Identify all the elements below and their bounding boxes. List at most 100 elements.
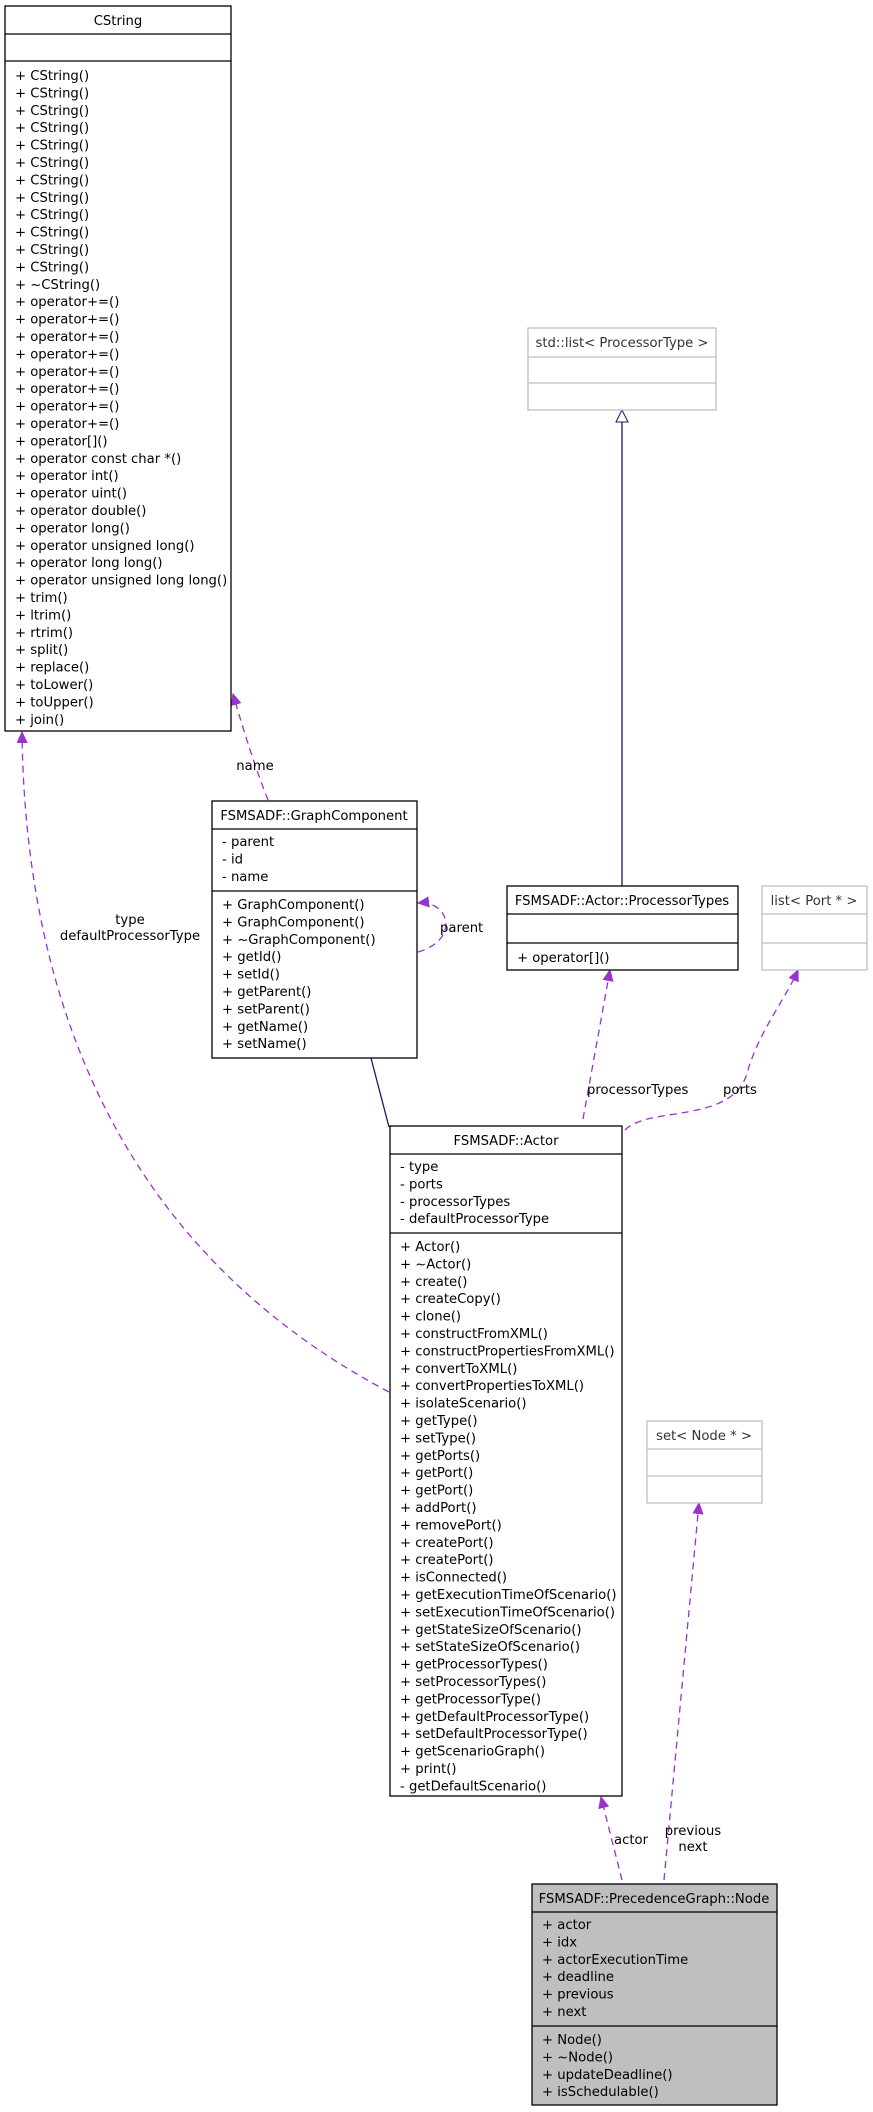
usage-edge-processortypes: [582, 970, 610, 1120]
class-member: - parent: [222, 835, 274, 850]
edge-label-actor: actor: [614, 1833, 649, 1848]
class-node: FSMSADF::PrecedenceGraph::Node + actor+ …: [531, 1883, 778, 2106]
class-member: + convertToXML(): [400, 1362, 517, 1377]
class-std-list-processor-type: std::list< ProcessorType >: [527, 327, 717, 411]
class-member: + createPort(): [400, 1553, 494, 1568]
member-list: + GraphComponent()+ GraphComponent()+ ~G…: [222, 898, 376, 1052]
class-member: + CString(): [15, 191, 89, 206]
class-member: + Actor(): [400, 1240, 460, 1255]
class-member: + deadline: [542, 1970, 614, 1985]
class-member: + getType(): [400, 1414, 477, 1429]
class-title: FSMSADF::GraphComponent: [220, 809, 407, 824]
class-cstring: CString + CString()+ CString()+ CString(…: [4, 5, 232, 732]
edge-label-ports: ports: [723, 1083, 757, 1098]
class-member: + operator+=(): [15, 330, 119, 345]
class-member: + getPorts(): [400, 1449, 480, 1464]
class-member: + split(): [15, 643, 68, 658]
edge-label-parent: parent: [440, 921, 483, 936]
class-member: + next: [542, 2005, 586, 2020]
class-member: + create(): [400, 1275, 467, 1290]
class-member: + CString(): [15, 260, 89, 275]
class-member: + operator long(): [15, 521, 130, 536]
class-member: + ltrim(): [15, 608, 71, 623]
class-member: + setDefaultProcessorType(): [400, 1727, 588, 1742]
class-member: + operator uint(): [15, 487, 127, 502]
class-member: + CString(): [15, 226, 89, 241]
class-processor-types: FSMSADF::Actor::ProcessorTypes + operato…: [506, 885, 739, 971]
class-member: + getScenarioGraph(): [400, 1745, 545, 1760]
edge-labels: name parent type defaultProcessorType pr…: [60, 759, 757, 1855]
class-member: + setStateSizeOfScenario(): [400, 1640, 580, 1655]
class-member: + addPort(): [400, 1501, 477, 1516]
class-member: + Node(): [542, 2033, 602, 2048]
edge-label-next: next: [678, 1840, 707, 1855]
member-list: + Node()+ ~Node()+ updateDeadline()+ isS…: [542, 2033, 673, 2100]
class-member: + getParent(): [222, 985, 311, 1000]
usage-edge-name: [233, 694, 269, 801]
class-member: + operator+=(): [15, 417, 119, 432]
usage-edge-parent: [418, 903, 447, 953]
class-member: + getProcessorType(): [400, 1692, 541, 1707]
class-member: + operator unsigned long long(): [15, 574, 227, 589]
class-member: + getPort(): [400, 1484, 473, 1499]
class-member: + CString(): [15, 243, 89, 258]
class-member: + removePort(): [400, 1518, 502, 1533]
class-member: + setName(): [222, 1037, 307, 1052]
usage-edge-previous-next: [663, 1503, 699, 1881]
attribute-list: + actor+ idx+ actorExecutionTime+ deadli…: [542, 1918, 688, 2020]
class-member: + toUpper(): [15, 695, 94, 710]
class-member: + operator+=(): [15, 313, 119, 328]
class-member: + operator+=(): [15, 347, 119, 362]
class-set-node: set< Node * >: [646, 1420, 763, 1504]
class-member: - name: [222, 870, 268, 885]
class-member: + print(): [400, 1762, 457, 1777]
class-title: FSMSADF::PrecedenceGraph::Node: [539, 1892, 770, 1907]
class-member: + replace(): [15, 661, 89, 676]
class-title: list< Port * >: [771, 894, 858, 909]
class-member: + GraphComponent(): [222, 915, 365, 930]
class-member: - id: [222, 852, 243, 867]
usage-edge-ports: [624, 970, 798, 1131]
class-list-port: list< Port * >: [761, 885, 868, 971]
class-member: + operator int(): [15, 469, 119, 484]
class-member: + getId(): [222, 950, 281, 965]
class-member: + setExecutionTimeOfScenario(): [400, 1605, 615, 1620]
class-member: + operator double(): [15, 504, 146, 519]
class-member: + updateDeadline(): [542, 2068, 673, 2083]
class-member: - defaultProcessorType: [400, 1212, 549, 1227]
class-member: + operator long long(): [15, 556, 163, 571]
class-member: + constructFromXML(): [400, 1327, 548, 1342]
class-member: + CString(): [15, 208, 89, 223]
class-member: + CString(): [15, 139, 89, 154]
class-member: - type: [400, 1160, 438, 1175]
class-title: std::list< ProcessorType >: [536, 336, 709, 351]
edge-label-previous: previous: [665, 1824, 722, 1839]
class-member: + join(): [15, 713, 64, 728]
class-member: + rtrim(): [15, 626, 73, 641]
class-member: + getStateSizeOfScenario(): [400, 1623, 582, 1638]
class-member: + operator[](): [517, 951, 610, 966]
class-title: FSMSADF::Actor: [453, 1134, 559, 1149]
class-member: + GraphComponent(): [222, 898, 365, 913]
attribute-list: - type- ports- processorTypes- defaultPr…: [400, 1160, 549, 1227]
class-graph-component: FSMSADF::GraphComponent - parent- id- na…: [211, 800, 418, 1059]
class-member: + createCopy(): [400, 1292, 501, 1307]
class-member: + operator+=(): [15, 295, 119, 310]
class-member: + CString(): [15, 156, 89, 171]
class-member: + CString(): [15, 86, 89, 101]
class-member: + ~Actor(): [400, 1257, 471, 1272]
class-member: + operator+=(): [15, 365, 119, 380]
class-member: + actorExecutionTime: [542, 1953, 688, 1968]
class-title: set< Node * >: [656, 1429, 752, 1444]
class-member: + actor: [542, 1918, 592, 1933]
class-member: + operator+=(): [15, 382, 119, 397]
member-list: + CString() + CString() + CString() + CStri…: [15, 69, 227, 728]
class-member: - ports: [400, 1177, 443, 1192]
class-member: + isolateScenario(): [400, 1397, 527, 1412]
edge-label-processor-types: processorTypes: [587, 1083, 688, 1098]
class-member: + setId(): [222, 968, 280, 983]
class-member: + operator const char *(): [15, 452, 181, 467]
member-list: + Actor() + ~Actor() + create() + createCop…: [400, 1240, 617, 1794]
class-title: CString: [94, 14, 143, 29]
